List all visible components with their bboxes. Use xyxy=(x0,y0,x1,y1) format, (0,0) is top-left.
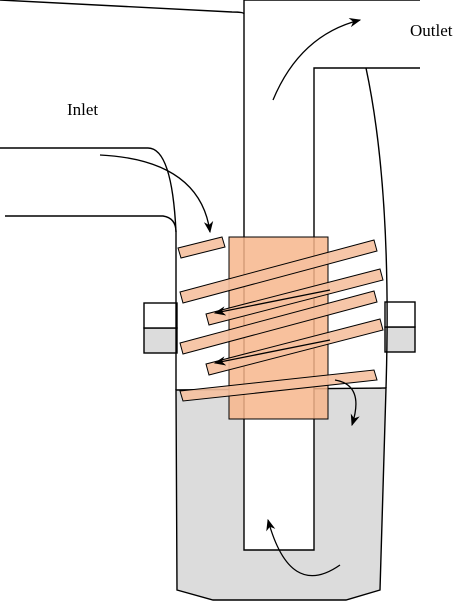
flange-left-lower xyxy=(143,327,178,354)
inlet-duct-top xyxy=(0,147,177,233)
inlet-label: Inlet xyxy=(67,100,99,119)
vessel-right-wall xyxy=(365,67,388,389)
inlet-duct-bottom xyxy=(5,215,177,233)
coil-turn xyxy=(179,290,378,355)
outlet-label: Outlet xyxy=(410,21,453,40)
coil-turn xyxy=(177,236,226,259)
coil-turn xyxy=(179,239,378,304)
swirl-arrow-lower xyxy=(213,339,331,366)
outlet-top-line xyxy=(0,0,420,15)
coil-turn xyxy=(179,369,378,402)
flange-right-upper xyxy=(384,301,416,328)
inlet-flow-arrow xyxy=(99,154,214,234)
flange-left-upper xyxy=(143,302,178,329)
flange-right-lower xyxy=(384,326,416,353)
downflow-arrow xyxy=(334,379,360,427)
coil-windings xyxy=(177,236,384,402)
outlet-flow-arrow xyxy=(272,18,362,101)
swirl-arrow-upper xyxy=(213,289,331,316)
bottom-swirl-arrow xyxy=(266,518,341,577)
